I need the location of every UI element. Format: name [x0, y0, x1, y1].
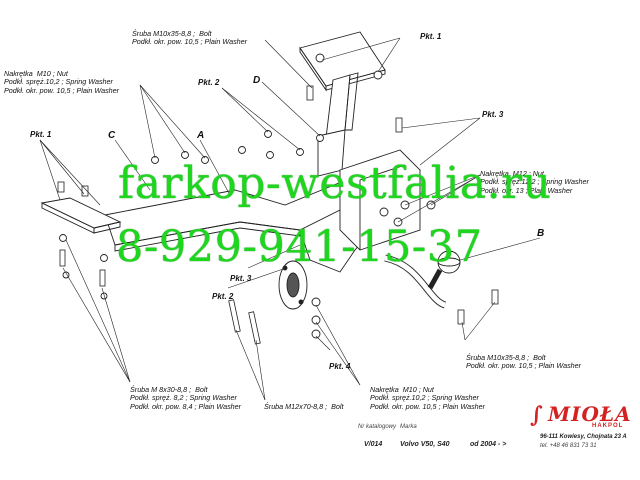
callout-nut-m10-bottom: Nakrętka M10 ; Nut Podkł. spręż.10,2 ; S… — [370, 385, 486, 411]
company-address: 96-111 Kowiesy, Chojnata 23 A — [540, 434, 627, 440]
catalog-number: V/014 — [364, 441, 383, 448]
pkt-2-top: Pkt. 2 — [198, 78, 220, 87]
logo-subtitle: HAKPOL — [592, 423, 624, 429]
callout-top-bolt: Śruba M10x35-8,8 ; Bolt Podkł. okr. pow.… — [132, 29, 248, 47]
catalog-label: Nr katalogowy — [358, 424, 397, 430]
part-letter-d: D — [253, 75, 261, 86]
watermark-phone: 8-929-941-15-37 — [116, 222, 483, 272]
left-side-bracket — [40, 197, 122, 234]
callout-bolt-m12: Śruba M12x70-8,8 ; Bolt — [264, 402, 344, 411]
part-letter-b: B — [537, 228, 545, 239]
part-letter-c: C — [108, 130, 116, 141]
callout-bolt-right: Śruba M10x35-8,8 ; Bolt Podkł. okr. pow.… — [466, 353, 582, 371]
pkt-3-right: Pkt. 3 — [482, 110, 504, 119]
callout-nut-m12: Nakrętka M12 ; Nut Podkł. spręż.12,2 ; S… — [480, 169, 589, 195]
brand-label: Marka — [400, 424, 417, 430]
socket-plate — [278, 260, 308, 310]
bolts — [57, 85, 499, 345]
pkt-1-left: Pkt. 1 — [30, 130, 52, 139]
watermark-url: farkop-westfalia.ru — [118, 158, 552, 209]
top-mounting-bracket — [299, 31, 386, 177]
logo-text: MIOŁA — [548, 402, 632, 426]
model-year: od 2004 - > — [470, 441, 507, 448]
company-phone: tel. +48 46 831 73 31 — [540, 443, 597, 449]
pkt-4: Pkt. 4 — [329, 362, 351, 371]
company-logo: ∫ MIOŁA — [530, 402, 632, 428]
tow-ball-neck — [384, 250, 461, 309]
pkt-1-top: Pkt. 1 — [420, 32, 442, 41]
leader-lines — [39, 37, 541, 401]
washers-and-nuts — [59, 53, 436, 339]
pkt-3-mid: Pkt. 3 — [230, 274, 252, 283]
car-model: Volvo V50, S40 — [400, 441, 450, 448]
pkt-2-bottom: Pkt. 2 — [212, 292, 234, 301]
logo-hook-icon: ∫ — [530, 402, 543, 428]
callout-bolt-m8: Śruba M 8x30-8,8 ; Bolt Podkł. spręż. 8,… — [130, 385, 242, 411]
part-letter-a: A — [197, 130, 205, 141]
callout-nut-m10-left: Nakrętka M10 ; Nut Podkł. spręż.10,2 ; S… — [4, 69, 120, 95]
